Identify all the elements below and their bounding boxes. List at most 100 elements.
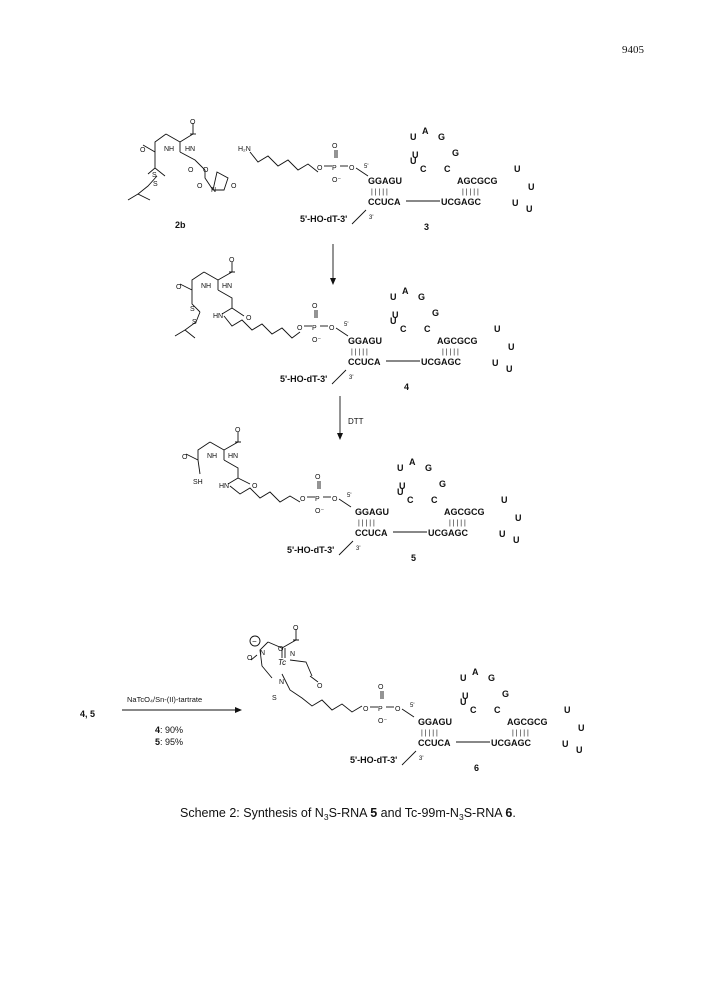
svg-text:S: S xyxy=(190,306,195,313)
svg-text:O⁻: O⁻ xyxy=(332,177,341,184)
dt-strand-label: 5'-HO-dT-3' xyxy=(350,755,397,765)
loop2-base: U xyxy=(494,324,501,334)
svg-text:O: O xyxy=(315,474,321,481)
svg-text:H₂N: H₂N xyxy=(238,146,251,153)
reaction-arrow-3 xyxy=(122,707,242,713)
stem2-pairing: | | | | | xyxy=(462,189,479,196)
dtt-label: DTT xyxy=(348,417,364,426)
loop1-base: G xyxy=(425,463,432,473)
scheme-caption: Scheme 2: Synthesis of N3S-RNA 5 and Tc-… xyxy=(180,806,516,822)
dt-strand-label: 5'-HO-dT-3' xyxy=(280,374,327,384)
svg-text:O: O xyxy=(293,625,299,632)
loop1-base: U xyxy=(460,673,467,683)
loop2-base: U xyxy=(564,705,571,715)
svg-text:5': 5' xyxy=(410,703,414,709)
svg-text:O: O xyxy=(317,165,323,172)
svg-text:P: P xyxy=(312,325,317,332)
stem2-bottom-strand: UCGAGC xyxy=(428,528,468,538)
svg-text:O: O xyxy=(332,496,338,503)
svg-text:O: O xyxy=(246,315,252,322)
svg-text:P: P xyxy=(332,165,337,172)
three-prime-label: 3' xyxy=(369,215,373,221)
loop1-base: A xyxy=(409,457,416,467)
reaction-arrow-1 xyxy=(330,244,336,285)
loop1-base: G xyxy=(452,148,459,158)
svg-text:P: P xyxy=(315,496,320,503)
loop2-base: U xyxy=(515,513,522,523)
loop2-base: U xyxy=(506,364,513,374)
loop1-base: U xyxy=(397,463,404,473)
svg-text:O: O xyxy=(329,325,335,332)
svg-text:S: S xyxy=(192,319,197,326)
loop2-base: U xyxy=(578,723,585,733)
svg-text:HN: HN xyxy=(228,453,238,460)
svg-text:5': 5' xyxy=(347,493,351,499)
svg-text:N: N xyxy=(260,650,265,657)
stem1-top-strand: GGAGU xyxy=(348,336,382,346)
stem2-bottom-strand: UCGAGC xyxy=(441,197,481,207)
loop1-base: G xyxy=(432,308,439,318)
stem1-pairing: | | | | | xyxy=(421,730,438,737)
svg-text:5': 5' xyxy=(364,164,368,170)
loop1-base: C xyxy=(400,324,407,334)
svg-text:O: O xyxy=(235,427,241,434)
stem1-top-strand: GGAGU xyxy=(355,507,389,517)
loop1-base: G xyxy=(439,479,446,489)
loop1-base: G xyxy=(502,689,509,699)
svg-text:5': 5' xyxy=(344,322,348,328)
svg-text:O: O xyxy=(203,167,209,174)
stem2-top-strand: AGCGCG xyxy=(437,336,478,346)
svg-text:O: O xyxy=(378,684,384,691)
stem2-pairing: | | | | | xyxy=(449,520,466,527)
stem2-top-strand: AGCGCG xyxy=(507,717,548,727)
svg-text:HN: HN xyxy=(185,146,195,153)
svg-text:N: N xyxy=(290,651,295,658)
svg-text:N: N xyxy=(211,187,216,194)
loop2-base: U xyxy=(501,495,508,505)
loop2-base: U xyxy=(513,535,520,545)
svg-text:NH: NH xyxy=(201,283,211,290)
stem2-bottom-strand: UCGAGC xyxy=(421,357,461,367)
svg-text:NH: NH xyxy=(207,453,217,460)
svg-text:O: O xyxy=(197,183,203,190)
loop1-base: C xyxy=(444,164,451,174)
loop1-base: U xyxy=(397,487,404,497)
stem2-bottom-strand: UCGAGC xyxy=(491,738,531,748)
yield-5: 5: 95% xyxy=(155,737,183,747)
stem2-top-strand: AGCGCG xyxy=(444,507,485,517)
stem1-pairing: | | | | | xyxy=(358,520,375,527)
svg-text:O: O xyxy=(176,284,182,291)
start-compounds: 4, 5 xyxy=(80,709,95,719)
svg-text:O⁻: O⁻ xyxy=(378,718,387,725)
three-prime-label: 3' xyxy=(356,546,360,552)
loop2-base: U xyxy=(562,739,569,749)
stem2-top-strand: AGCGCG xyxy=(457,176,498,186)
compound-label-2b: 2b xyxy=(175,220,186,230)
svg-text:S: S xyxy=(153,181,158,188)
loop1-base: U xyxy=(399,481,406,491)
loop1-base: G xyxy=(418,292,425,302)
loop1-base: U xyxy=(412,150,419,160)
loop1-base: A xyxy=(472,667,479,677)
loop1-base: C xyxy=(431,495,438,505)
svg-text:−: − xyxy=(252,637,257,646)
loop2-base: U xyxy=(526,204,533,214)
three-prime-label: 3' xyxy=(419,756,423,762)
loop1-base: A xyxy=(422,126,429,136)
svg-text:O⁻: O⁻ xyxy=(315,508,324,515)
stem2-pairing: | | | | | xyxy=(442,349,459,356)
svg-text:O: O xyxy=(395,706,401,713)
dt-linker xyxy=(331,369,347,385)
svg-text:O: O xyxy=(349,165,355,172)
loop1-base: G xyxy=(488,673,495,683)
loop2-base: U xyxy=(514,164,521,174)
tc-complex-6-structure: − O O N N Tc O N O S O P O O⁻ O 5' xyxy=(247,625,414,725)
loop1-base: C xyxy=(407,495,414,505)
svg-text:O: O xyxy=(231,183,237,190)
loop1-base: A xyxy=(402,286,409,296)
loop2-base: U xyxy=(492,358,499,368)
loop1-base: U xyxy=(390,316,397,326)
svg-text:Tc: Tc xyxy=(278,658,286,667)
